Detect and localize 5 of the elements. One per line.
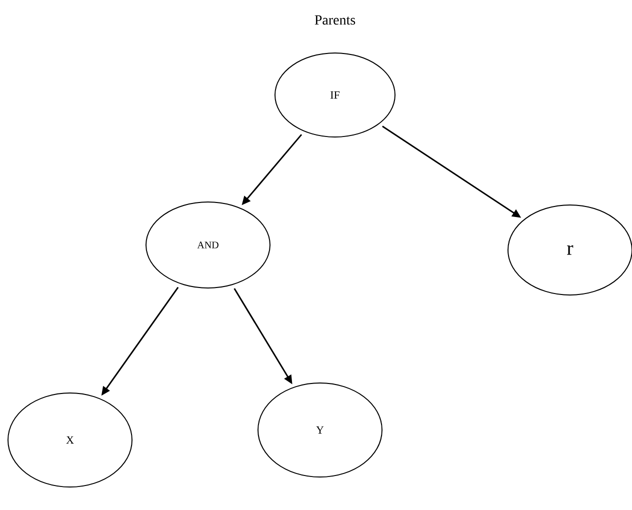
ellipse-node: IF [274,52,396,138]
ellipse-node: Y [258,382,382,478]
ellipse-node: X [8,392,132,488]
ellipse-node: AND [146,202,270,288]
title: Parents [314,15,356,25]
